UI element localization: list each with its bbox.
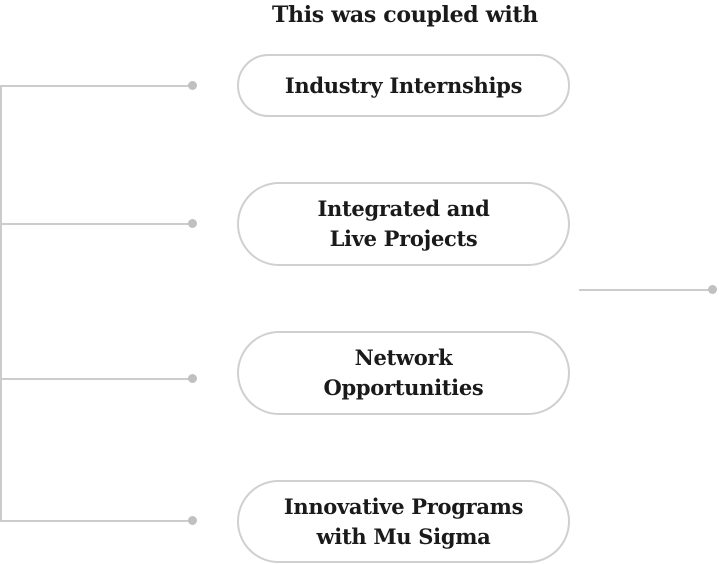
pill-text-line-1: Innovative Programs	[283, 493, 524, 519]
pill-industry-internships: Industry Internships	[237, 54, 570, 117]
pill-network-opportunities: Network Opportunities	[237, 331, 570, 415]
pill-text: Industry Internships	[284, 72, 523, 98]
pill-integrated-live-projects: Integrated and Live Projects	[237, 182, 570, 266]
connector-dot-3	[188, 374, 197, 383]
pill-text-line-1: Network	[354, 345, 453, 370]
section-title: This was coupled with	[271, 2, 538, 28]
pill-text-line-2: Opportunities	[323, 375, 484, 400]
connector-dot-1	[188, 81, 197, 90]
connector-line-2	[0, 223, 190, 225]
connector-line-4	[0, 520, 190, 522]
bracket-vertical-line	[0, 85, 2, 522]
connector-dot-2	[188, 219, 197, 228]
pill-innovative-programs: Innovative Programs with Mu Sigma	[237, 480, 570, 563]
pill-text-line-2: Live Projects	[329, 226, 478, 251]
connector-line-1	[0, 85, 190, 87]
connector-dot-4	[188, 516, 197, 525]
right-connector-dot	[708, 285, 717, 294]
pill-text-line-2: with Mu Sigma	[316, 523, 491, 549]
connector-line-3	[0, 378, 190, 380]
pill-text-line-1: Integrated and	[317, 196, 490, 221]
right-connector-line	[579, 289, 713, 291]
